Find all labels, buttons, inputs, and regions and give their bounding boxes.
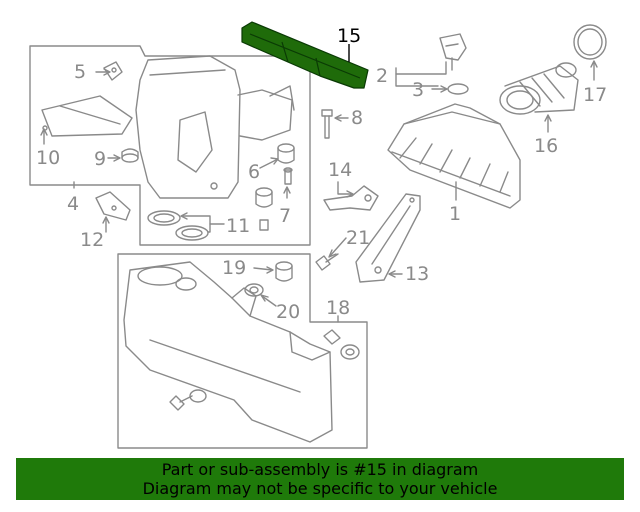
callout-1: 1 (449, 203, 461, 225)
part-11-rings (147, 210, 209, 241)
part-6-grommet (277, 143, 295, 164)
callout-3: 3 (412, 79, 424, 101)
leader-lines (40, 60, 598, 323)
part-8-bolt (321, 109, 333, 139)
part-9-grommet (121, 148, 139, 163)
part-10-bracket (41, 95, 133, 137)
banner-line-1: Part or sub-assembly is #15 in diagram (161, 460, 479, 479)
part-16-duct (499, 62, 579, 115)
callout-18: 18 (326, 297, 350, 319)
callout-20: 20 (276, 301, 300, 323)
part-21-bolt (315, 253, 339, 271)
callout-12: 12 (80, 229, 104, 251)
callout-8: 8 (351, 107, 363, 129)
callout-19: 19 (222, 257, 246, 279)
air-box-housing (135, 55, 295, 199)
resonator-body (123, 261, 333, 443)
resonator-bolt (169, 389, 207, 411)
part-19-grommet (275, 261, 293, 282)
callout-11: 11 (226, 215, 250, 237)
callout-17: 17 (583, 84, 607, 106)
info-banner: Part or sub-assembly is #15 in diagram D… (16, 458, 624, 500)
callout-9: 9 (94, 148, 106, 170)
callout-15: 15 (337, 25, 361, 47)
callout-4: 4 (67, 193, 79, 215)
part-5-clip (103, 61, 123, 81)
part-2-sensor (439, 33, 467, 71)
part-15-highlight (241, 21, 369, 89)
resonator-grommets (323, 329, 360, 360)
part-7-bolt (283, 167, 293, 185)
callout-7: 7 (279, 205, 291, 227)
group-box-4 (29, 45, 311, 246)
callout-13: 13 (405, 263, 429, 285)
callout-6: 6 (248, 161, 260, 183)
part-17-clamp (573, 24, 607, 60)
callout-14: 14 (328, 159, 352, 181)
callout-16: 16 (534, 135, 558, 157)
callout-10: 10 (36, 147, 60, 169)
bushing-part (255, 187, 273, 231)
part-20-grommet (244, 283, 264, 297)
part-3-oring (447, 83, 469, 95)
group-box-18 (117, 253, 368, 449)
part-14-bracket (323, 185, 379, 211)
part-1-cover (387, 103, 521, 209)
callout-21: 21 (346, 227, 370, 249)
callout-5: 5 (74, 61, 86, 83)
part-12-bracket (95, 191, 131, 221)
part-13-stay (355, 193, 421, 283)
banner-line-2: Diagram may not be specific to your vehi… (142, 479, 498, 498)
callout-2: 2 (376, 65, 388, 87)
